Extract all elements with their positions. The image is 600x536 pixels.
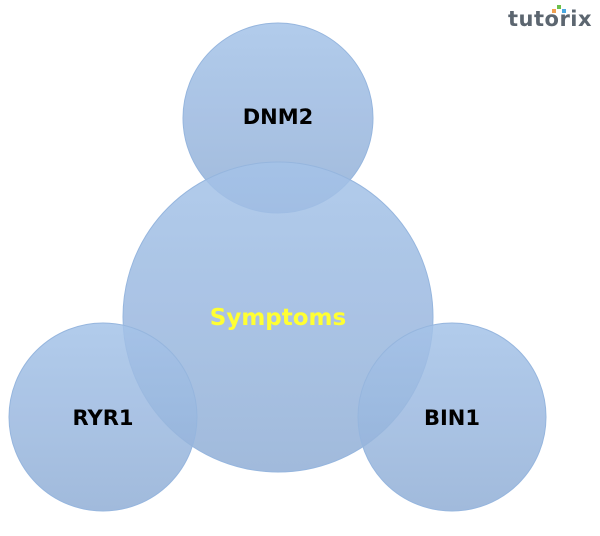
label-ryr1: RYR1 — [72, 406, 133, 430]
circle-ryr1 — [8, 322, 198, 512]
label-bin1: BIN1 — [424, 406, 480, 430]
tutorix-logo: tutorix — [508, 5, 596, 35]
circle-bin1 — [357, 322, 547, 512]
logo-dot-blue — [562, 9, 566, 13]
logo-text: tutorix — [508, 7, 593, 31]
circle-symptoms — [122, 161, 434, 473]
label-dnm2: DNM2 — [243, 105, 314, 129]
logo-dot-green — [557, 5, 561, 9]
label-symptoms: Symptoms — [210, 305, 346, 331]
logo-dot-orange — [552, 9, 556, 13]
